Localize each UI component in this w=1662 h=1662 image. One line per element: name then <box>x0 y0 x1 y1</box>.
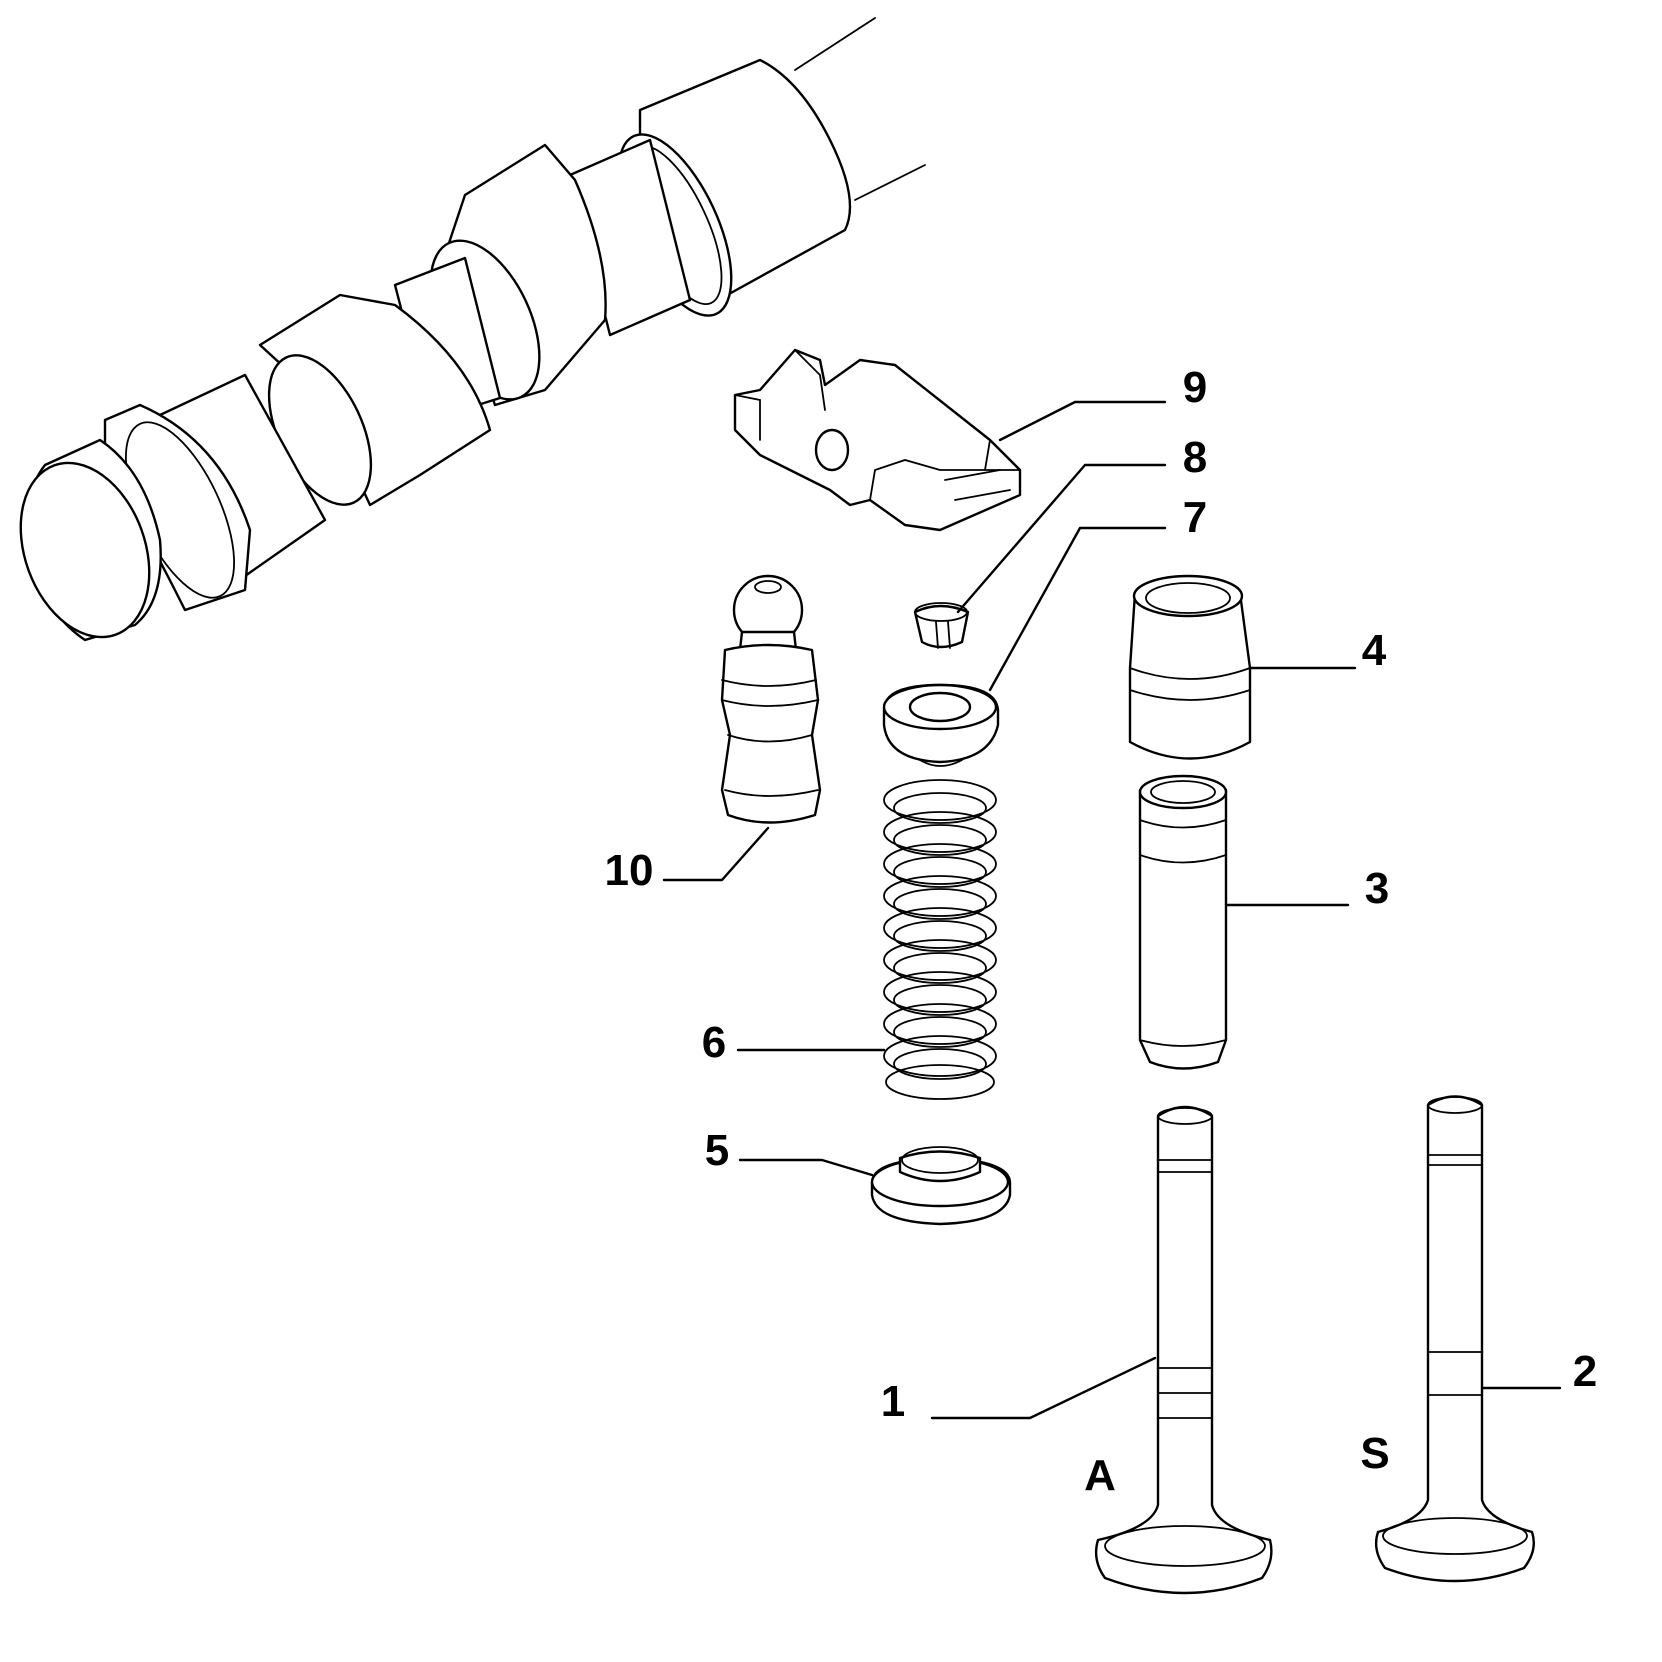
valve-label-exhaust: S <box>1360 1429 1389 1478</box>
leader-lines <box>662 400 1562 1420</box>
callout-labels: 1 2 3 4 5 6 7 8 9 10 A S <box>605 363 1598 1500</box>
leader-10 <box>662 826 770 882</box>
callout-2: 2 <box>1573 1347 1597 1396</box>
callout-8: 8 <box>1183 433 1207 482</box>
rocker-arm <box>733 348 1022 532</box>
callout-6: 6 <box>702 1018 726 1067</box>
exhaust-valve <box>1374 1095 1535 1583</box>
spring-retainer <box>882 683 1000 767</box>
callout-4: 4 <box>1362 626 1387 675</box>
valve-collets <box>913 602 970 649</box>
hydraulic-tappet <box>720 574 822 824</box>
valve-stem-seal <box>1128 574 1252 760</box>
leader-1 <box>930 1356 1157 1420</box>
callout-1: 1 <box>881 1377 905 1426</box>
callout-9: 9 <box>1183 363 1207 412</box>
callout-5: 5 <box>705 1126 729 1175</box>
valve-spring <box>883 779 997 1100</box>
leader-9 <box>998 400 1167 442</box>
leader-5 <box>738 1158 874 1177</box>
leader-7 <box>988 526 1167 692</box>
valve-guide <box>1138 774 1228 1070</box>
callout-7: 7 <box>1183 493 1207 542</box>
intake-valve <box>1094 1105 1273 1595</box>
spring-seat <box>870 1146 1012 1226</box>
callout-3: 3 <box>1365 864 1389 913</box>
leader-8 <box>956 463 1167 614</box>
valve-label-intake: A <box>1084 1451 1116 1500</box>
callout-10: 10 <box>605 846 654 895</box>
camshaft <box>19 17 926 642</box>
